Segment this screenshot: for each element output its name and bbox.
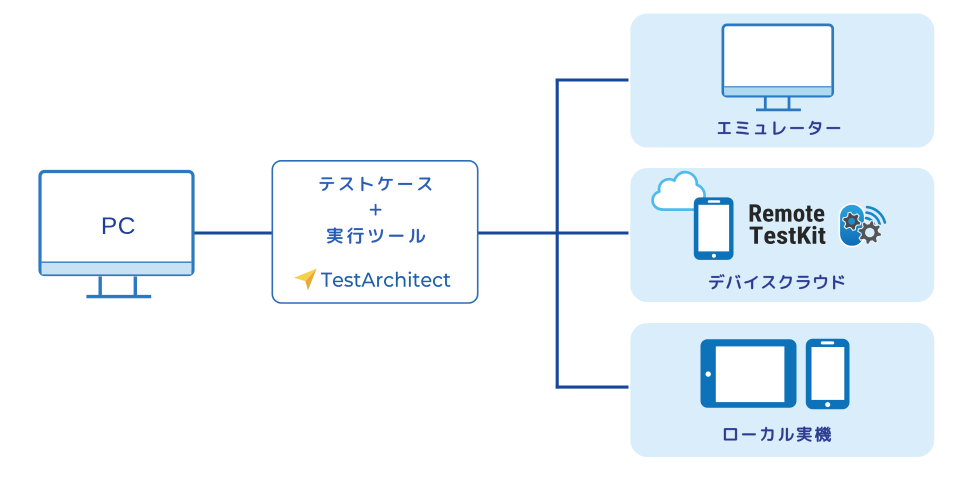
svg-text:PC: PC (101, 213, 136, 240)
